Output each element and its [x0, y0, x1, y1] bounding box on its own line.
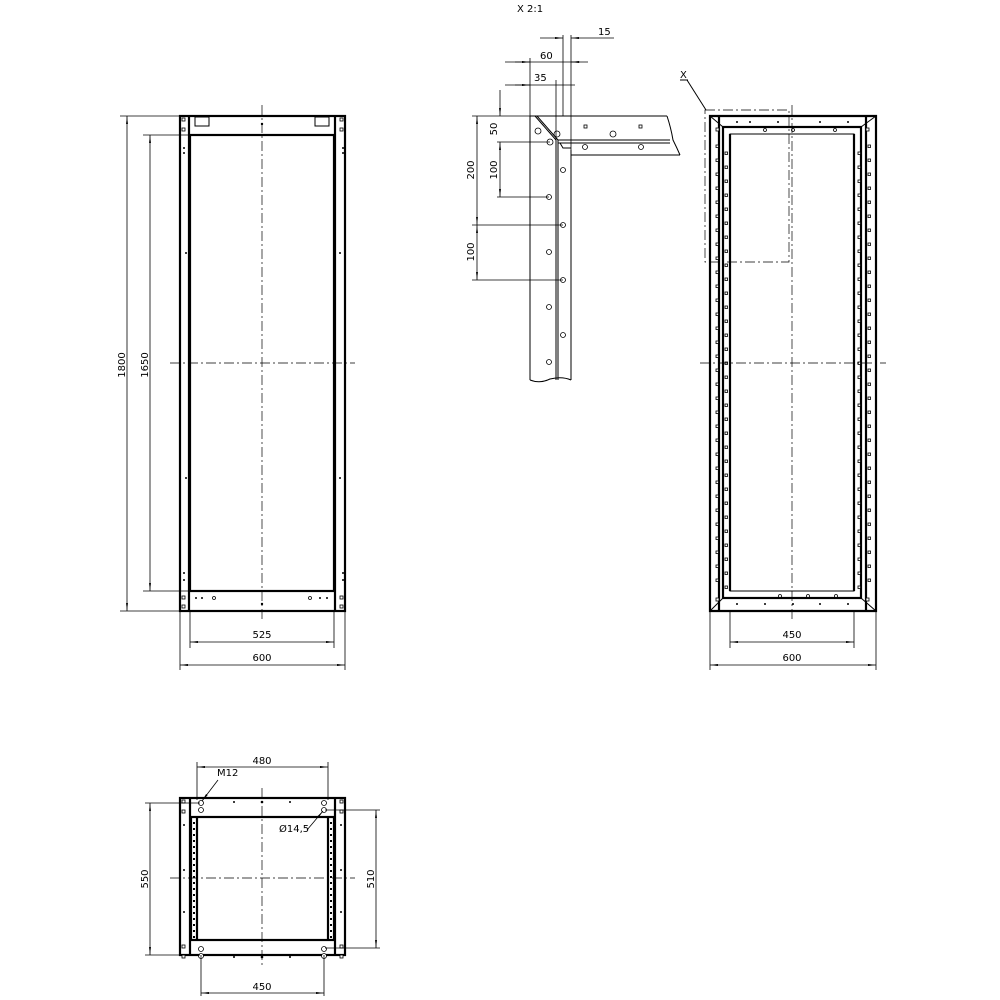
hole-diameter-label: Ø14,5: [279, 823, 309, 835]
front-view: 1800 1650 525 600: [117, 105, 355, 670]
thread-label: M12: [217, 768, 238, 779]
base-holes: [181, 799, 344, 959]
side-view: X 450 600: [680, 70, 886, 670]
detail-dim-100-b: 100: [466, 242, 477, 261]
front-outer-frame: [178, 114, 347, 613]
front-width-outer-label: 600: [252, 653, 271, 664]
detail-dim-200: 200: [466, 160, 477, 179]
detail-title: X 2:1: [517, 4, 543, 15]
detail-holes: [534, 124, 644, 365]
base-depth-outer-label: 550: [140, 869, 151, 888]
detail-x-marker: X: [680, 70, 687, 81]
side-vertical-holes: [715, 144, 871, 589]
detail-x-boundary: [704, 109, 790, 263]
base-view: 480 M12 Ø14,5 550 510 450: [140, 756, 380, 996]
detail-dim-35: 35: [534, 73, 547, 84]
detail-dim-50: 50: [489, 123, 500, 136]
detail-dim-15: 15: [598, 27, 611, 38]
side-outer-frame: [708, 114, 878, 613]
base-top-width-label: 480: [252, 756, 271, 767]
front-height-outer-label: 1800: [117, 352, 128, 377]
base-depth-inner-label: 510: [366, 869, 377, 888]
side-width-inner-label: 450: [782, 630, 801, 641]
front-height-inner-label: 1650: [140, 352, 151, 377]
base-side-holes: [183, 822, 342, 938]
base-bottom-width-label: 450: [252, 982, 271, 993]
detail-view: X 2:1: [466, 4, 681, 383]
front-corner-holes: [181, 117, 344, 609]
side-width-outer-label: 600: [782, 653, 801, 664]
detail-dim-60: 60: [540, 51, 553, 62]
detail-dim-100-a: 100: [489, 160, 500, 179]
side-hole-pattern: [715, 121, 870, 605]
front-width-inner-label: 525: [252, 630, 271, 641]
